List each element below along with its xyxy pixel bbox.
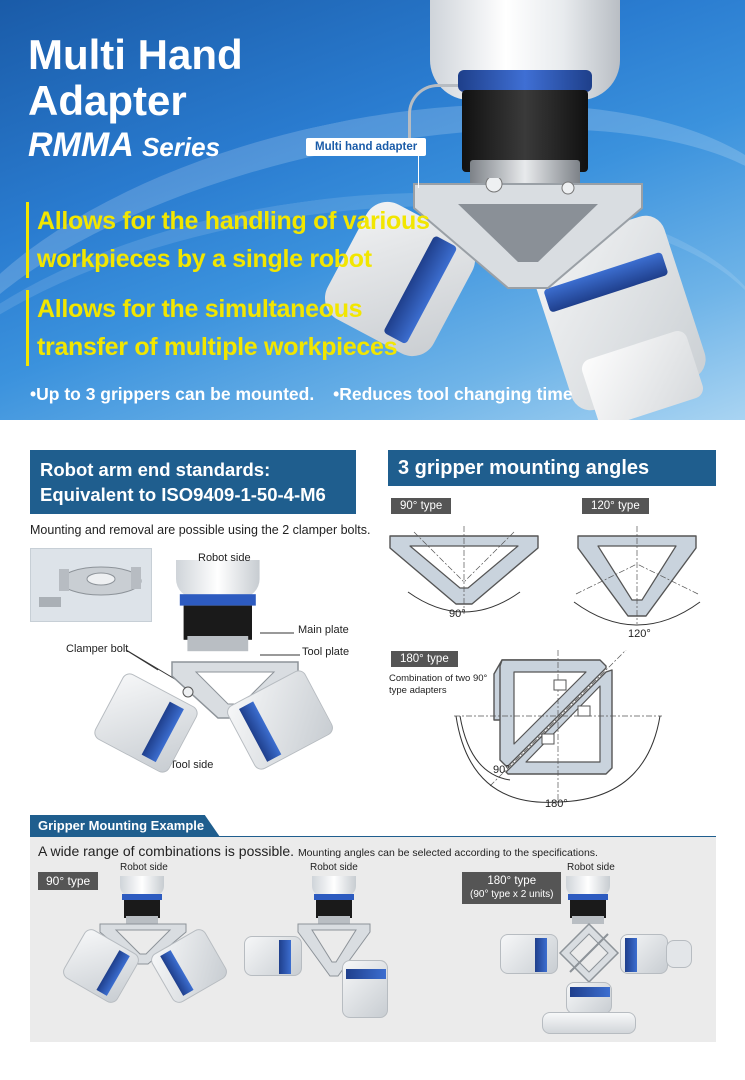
clamper-note: Mounting and removal are possible using …	[30, 523, 371, 537]
tag-90-type: 90° type	[391, 498, 452, 514]
example-robot-side-2: Robot side	[310, 862, 358, 873]
bullet-grippers: •Up to 3 grippers can be mounted.	[30, 384, 315, 404]
feature-simultaneous-transfer: Allows for the simultaneous transfer of …	[26, 290, 398, 366]
example-tag-90: 90° type	[38, 872, 99, 890]
example-lead: A wide range of combinations is possible…	[38, 843, 598, 859]
label-180-deg: 180°	[545, 798, 568, 810]
example-3-base	[542, 1012, 636, 1034]
label-clamper-bolt: Clamper bolt	[66, 643, 129, 655]
robot-flange	[462, 90, 588, 172]
gripper-example-tab: Gripper Mounting Example	[30, 815, 220, 837]
example-robot-side-1: Robot side	[120, 862, 168, 873]
example-tag-180: 180° type (90° type x 2 units)	[462, 872, 562, 904]
clamper-photo	[30, 548, 152, 622]
diagram-180-type	[454, 650, 662, 803]
hero-banner: Multi hand adapter Multi Hand Adapter RM…	[0, 0, 745, 420]
hero-bullets: •Up to 3 grippers can be mounted. •Reduc…	[30, 384, 587, 405]
standards-heading: Robot arm end standards: Equivalent to I…	[30, 450, 356, 514]
example-3-gripper-right	[620, 934, 668, 974]
example-3-jaw-right	[666, 940, 692, 968]
clamper-parts-icon	[39, 566, 142, 607]
label-tool-plate: Tool plate	[302, 646, 350, 658]
example-2-gripper-bottom	[342, 960, 388, 1018]
series-label: Series	[141, 132, 221, 162]
combo-note: Combination of two 90° type adapters	[389, 673, 488, 696]
title-line-3: RMMA Series	[28, 126, 221, 164]
robot-cable	[408, 84, 468, 144]
angles-heading: 3 gripper mounting angles	[388, 450, 716, 486]
robot-blue-ring	[458, 70, 592, 92]
label-90-deg: 90°	[449, 608, 466, 620]
example-3-plate	[558, 922, 620, 984]
label-120-deg: 120°	[628, 628, 651, 640]
example-3-gripper-bottom	[566, 982, 612, 1014]
example-1-plate	[99, 923, 187, 965]
callout-leader-line	[418, 152, 419, 188]
tag-180-type: 180° type	[391, 651, 458, 667]
tag-120-type: 120° type	[582, 498, 649, 514]
example-2-gripper-left	[244, 936, 302, 976]
label-90-deg-b: 90°	[493, 764, 510, 776]
label-main-plate: Main plate	[298, 624, 349, 636]
example-robot-side-3: Robot side	[567, 862, 615, 873]
multi-hand-adapter-callout: Multi hand adapter	[306, 138, 427, 156]
product-title: Multi Hand Adapter RMMA Series	[28, 32, 243, 168]
diagram-90-type	[389, 526, 539, 614]
adapter-triangle-plate	[413, 178, 643, 289]
example-3-gripper-left	[500, 934, 558, 974]
label-tool-side: Tool side	[170, 759, 214, 771]
example-rule	[210, 836, 716, 837]
label-robot-side: Robot side	[198, 552, 251, 564]
title-line-2: Adapter	[28, 77, 187, 124]
feature-handling: Allows for the handling of various workp…	[26, 202, 430, 278]
bullet-tool-changing: •Reduces tool changing time	[333, 384, 573, 404]
title-line-1: Multi Hand	[28, 31, 243, 78]
diagram-120-type	[573, 526, 701, 626]
example-2-plate	[297, 923, 371, 977]
